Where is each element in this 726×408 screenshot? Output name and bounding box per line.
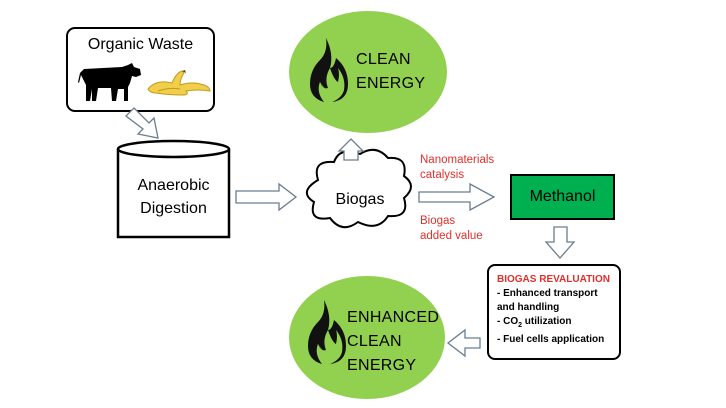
- nanomaterials-line1: Nanomaterials: [420, 154, 495, 166]
- nanomaterials-annotation: Nanomaterials catalysis: [420, 153, 494, 183]
- biogas-label: Biogas: [335, 191, 385, 208]
- methanol-box: Methanol: [510, 174, 615, 220]
- co2-suffix: utilization: [522, 316, 572, 327]
- flame-icon: [308, 300, 346, 364]
- nanomaterials-line2: catalysis: [420, 169, 465, 181]
- enhanced-clean-energy-label: ENHANCED CLEAN ENERGY: [347, 306, 439, 378]
- enhanced-line1: ENHANCED: [347, 309, 440, 326]
- organic-waste-label: Organic Waste: [87, 36, 194, 53]
- digestion-label: Anaerobic Digestion: [118, 174, 229, 220]
- banana-peel-icon: [147, 70, 211, 96]
- flame-icon: [310, 38, 348, 102]
- arrow-revaluation-to-enhanced: [446, 328, 481, 358]
- revaluation-item-transport: - Enhanced transport: [497, 288, 598, 299]
- revaluation-title: BIOGAS REVALUATION: [497, 274, 610, 285]
- organic-waste-box: Organic Waste: [66, 27, 215, 112]
- enhanced-line3: ENERGY: [347, 357, 417, 374]
- revaluation-item-fuel-cells: - Fuel cells application: [497, 334, 605, 345]
- added-value-annotation: Biogas added value: [420, 214, 483, 244]
- co2-subscript: 2: [518, 322, 523, 329]
- digestion-label-line1: Anaerobic: [137, 177, 210, 194]
- cow-icon: [78, 63, 141, 101]
- arrow-biogas-to-methanol: [418, 182, 496, 212]
- co2-prefix: - CO: [497, 316, 519, 327]
- clean-energy-label: CLEAN ENERGY: [356, 48, 425, 96]
- added-value-line2: added value: [420, 230, 483, 242]
- clean-energy-line1: CLEAN: [356, 51, 411, 68]
- arrow-biogas-to-clean-energy: [337, 138, 365, 161]
- digestion-label-line2: Digestion: [140, 200, 207, 217]
- arrow-methanol-to-revaluation: [544, 226, 576, 259]
- arrow-digestion-to-biogas: [235, 182, 298, 212]
- enhanced-line2: CLEAN: [347, 333, 402, 350]
- biogas-revaluation-box: BIOGAS REVALUATION - Enhanced transport …: [487, 264, 621, 360]
- arrow-organic-to-digestion: [125, 107, 159, 139]
- revaluation-item-co2: - CO2 utilization: [497, 315, 613, 333]
- added-value-line1: Biogas: [420, 215, 456, 227]
- revaluation-item-handling: and handling: [497, 302, 560, 313]
- clean-energy-line2: ENERGY: [356, 75, 426, 92]
